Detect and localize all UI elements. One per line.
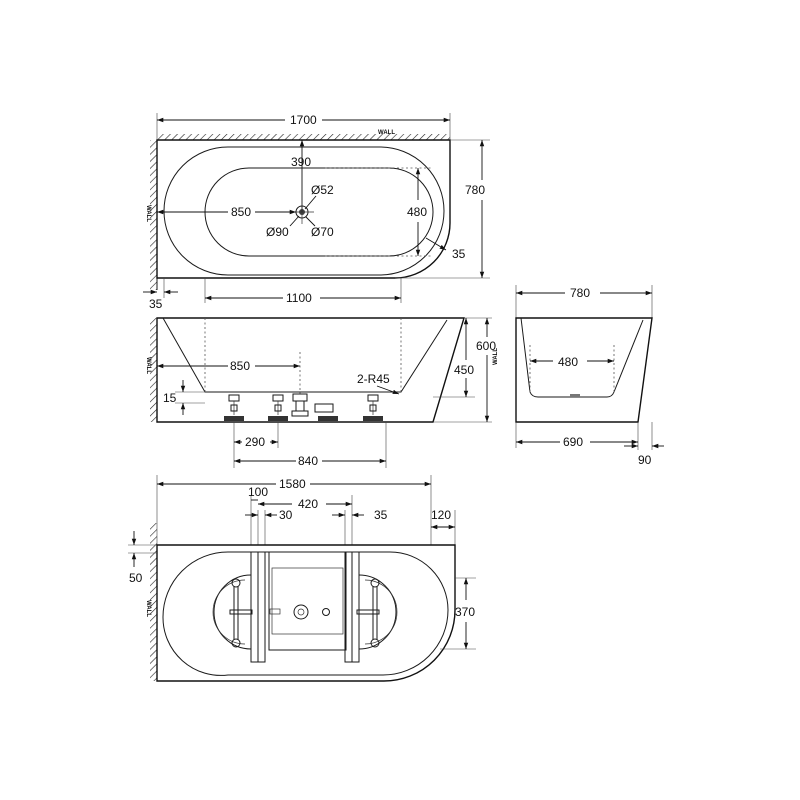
wall-label-top-left: WALL <box>145 205 151 222</box>
wall-label-front-right: WALL <box>493 348 499 365</box>
foot-1 <box>224 394 244 421</box>
wall-label-top: WALL <box>378 130 395 136</box>
plan-center-panel <box>268 551 347 651</box>
front-view: 1100 WALL 850 2-R45 450 600 WALL 15 <box>145 278 499 468</box>
plan-right-bowl-inner <box>364 579 398 645</box>
dim-30: 30 <box>279 508 293 522</box>
side-tub-body <box>515 317 653 423</box>
label-2-r45: 2-R45 <box>357 372 390 386</box>
rail-right-2 <box>351 551 360 663</box>
dim-100: 100 <box>248 485 268 499</box>
dim-1580: 1580 <box>279 477 306 491</box>
foot-2 <box>268 394 288 421</box>
side-view: 780 480 690 90 <box>515 285 664 467</box>
dim-15: 15 <box>163 391 177 405</box>
dim-35-plan: 35 <box>374 508 388 522</box>
front-inner <box>162 317 448 393</box>
top-rim <box>163 146 445 276</box>
rail-left-1 <box>250 551 259 663</box>
plan-left-bowl-inner <box>212 579 246 645</box>
top-view: WALL WALL 1700 390 850 Ø52 Ø90 Ø70 <box>143 113 490 311</box>
dim-50: 50 <box>129 571 143 585</box>
dim-1700: 1700 <box>290 113 317 127</box>
dim-780-side: 780 <box>570 286 590 300</box>
label-d52: Ø52 <box>311 183 334 197</box>
dim-420: 420 <box>298 497 318 511</box>
waste-trap <box>291 393 338 421</box>
plan-inner-outline <box>162 551 449 676</box>
dim-1100: 1100 <box>286 291 312 305</box>
dim-480-side: 480 <box>558 355 578 369</box>
dim-840: 840 <box>298 454 318 468</box>
dim-450: 450 <box>454 363 474 377</box>
dim-120: 120 <box>431 508 451 522</box>
rail-left-2 <box>257 551 266 663</box>
side-inner <box>520 317 644 398</box>
dim-90: 90 <box>638 453 652 467</box>
front-wall-hatch <box>150 318 157 422</box>
dim-35-rim: 35 <box>452 247 466 261</box>
plan-wall-hatch <box>150 523 157 681</box>
plan-drain <box>269 604 330 620</box>
plan-right-bowl <box>358 574 397 650</box>
wall-label-front: WALL <box>145 357 151 374</box>
foot-3 <box>363 394 383 421</box>
dim-390: 390 <box>291 155 311 169</box>
dim-290: 290 <box>245 435 265 449</box>
front-tub-body <box>156 317 465 423</box>
plan-view: 1580 100 420 30 35 120 WALL 50 <box>128 475 476 682</box>
plan-foot-right <box>356 578 380 648</box>
label-d90: Ø90 <box>266 225 289 239</box>
dim-35-wall: 35 <box>149 297 163 311</box>
plan-foot-left <box>229 578 253 648</box>
plan-tub-outline <box>156 544 456 682</box>
label-d70: Ø70 <box>311 225 334 239</box>
dim-690: 690 <box>563 435 583 449</box>
wall-label-plan: WALL <box>145 600 151 617</box>
top-wall-hatch-top <box>157 134 450 140</box>
dim-850-top: 850 <box>231 205 251 219</box>
dim-850-front: 850 <box>230 359 250 373</box>
dim-370: 370 <box>455 605 475 619</box>
dim-780-top: 780 <box>465 183 485 197</box>
top-wall-hatch-left <box>150 140 157 290</box>
plan-left-bowl <box>213 574 252 650</box>
dim-600: 600 <box>476 339 496 353</box>
dim-480-top: 480 <box>407 205 427 219</box>
plan-center-panel-inner <box>271 567 344 635</box>
